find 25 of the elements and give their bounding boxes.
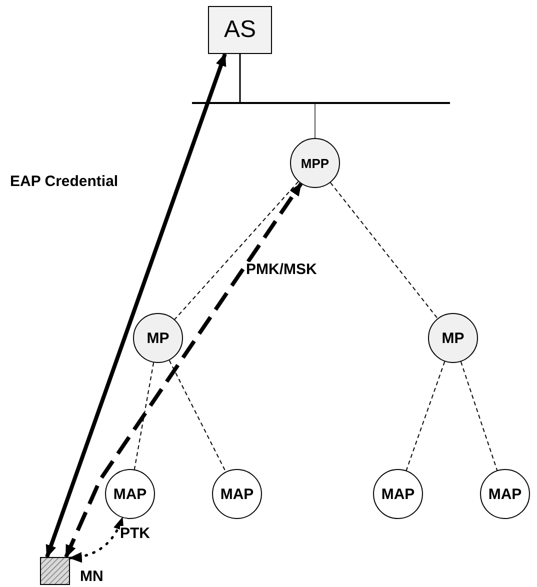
- network-bus-line: [192, 102, 450, 104]
- edge-label: PMK/MSK: [246, 262, 317, 277]
- connector-line: [330, 182, 438, 319]
- node-label: MPP: [300, 156, 330, 170]
- node-label: MAP: [488, 486, 522, 502]
- node-label: MAP: [113, 486, 147, 502]
- connector-line: [174, 181, 299, 320]
- connector-line: [314, 104, 316, 138]
- arrow: [64, 182, 303, 558]
- edge-label: PTK: [120, 526, 150, 541]
- connector-line: [460, 361, 498, 471]
- arrow: [68, 516, 124, 562]
- connector-line: [134, 362, 154, 470]
- node-label: AS: [224, 18, 256, 42]
- node-caption: MN: [80, 569, 104, 584]
- node-label: MAP: [220, 486, 254, 502]
- connector-line: [406, 361, 446, 471]
- hatched-square: [40, 557, 70, 585]
- server-box: [208, 6, 272, 54]
- edge-label: EAP Credential: [10, 174, 118, 189]
- node-label: MP: [442, 330, 464, 346]
- connector-line: [239, 54, 241, 102]
- arrow: [45, 52, 227, 558]
- node-label: MP: [146, 330, 170, 346]
- node-label: MAP: [381, 486, 415, 502]
